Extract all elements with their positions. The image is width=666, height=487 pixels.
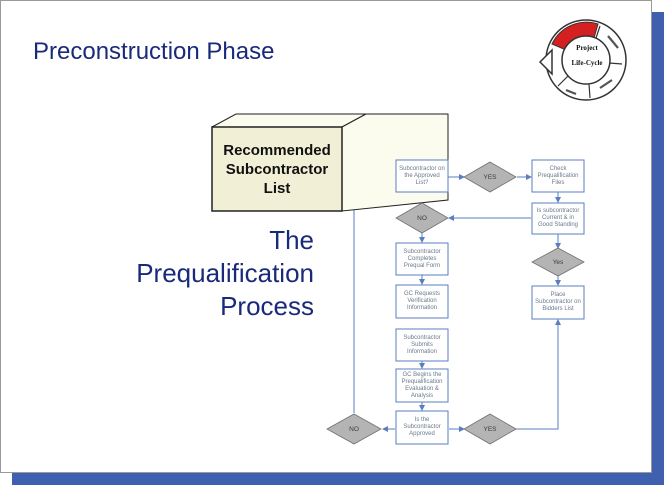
slide (0, 0, 652, 473)
lifecycle-graphic (538, 19, 627, 101)
decision-yes-right: Yes (552, 258, 564, 266)
node-check-files: Check Prequalification Files (537, 165, 579, 186)
node-completes-form: Subcontractor Completes Prequal Form (403, 248, 441, 269)
callout-label: Recommended Subcontractor List (223, 141, 331, 197)
lifecycle-line: Project (576, 44, 598, 52)
decision-no-top: NO (417, 214, 427, 222)
subtitle-line: Process (220, 291, 314, 321)
decision-diamonds (326, 161, 585, 445)
connectors (353, 174, 561, 432)
decision-yes-bottom: YES (483, 425, 497, 433)
decision-no-bottom: NO (349, 425, 359, 433)
lifecycle-line: Life-Cycle (571, 59, 603, 67)
node-good-standing: Is subcontractor Current & in Good Stand… (536, 208, 580, 228)
node-approved-list: Subcontractor on the Approved List? (399, 165, 445, 186)
node-gc-begins: GC Begins the Prequalification Evaluatio… (401, 371, 443, 399)
node-submits-info: Subcontractor Submits Information (403, 334, 441, 355)
process-boxes (395, 159, 585, 445)
page-title: Preconstruction Phase (33, 38, 275, 65)
lifecycle-label: Project Life-Cycle (568, 44, 606, 67)
subtitle-line: The (269, 225, 314, 255)
subtitle: The Prequalification Process (136, 224, 314, 323)
node-gc-requests: GC Requests Verification Information (403, 291, 440, 311)
decision-yes-top: YES (483, 173, 497, 181)
node-bidders-list: Place Subcontractor on Bidders List (535, 292, 581, 312)
node-is-approved: Is the Subcontractor Approved (403, 417, 441, 437)
subtitle-line: Prequalification (136, 258, 314, 288)
